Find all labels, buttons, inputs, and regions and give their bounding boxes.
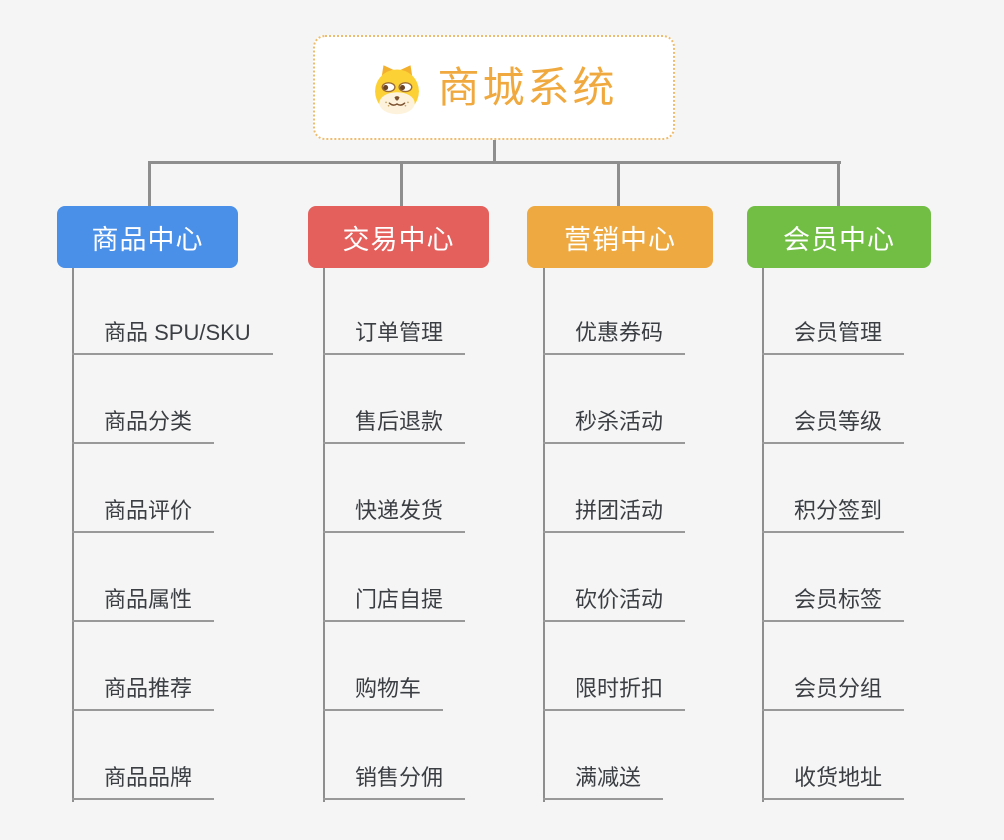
branch-node-marketing-center[interactable]: 营销中心 [527, 206, 713, 268]
connector-horizontal [148, 161, 841, 164]
mindmap-item[interactable]: 会员管理 [762, 315, 905, 355]
mindmap-item[interactable]: 会员分组 [762, 671, 905, 711]
mindmap-item[interactable]: 销售分佣 [323, 760, 466, 800]
branch-node-member-center[interactable]: 会员中心 [747, 206, 931, 268]
connector-root-drop [493, 140, 496, 163]
connector-drop-product [148, 161, 151, 207]
spine-product-center [72, 268, 74, 802]
mindmap-item[interactable]: 商品品牌 [72, 760, 215, 800]
branch-node-product-center[interactable]: 商品中心 [57, 206, 238, 268]
mindmap-item[interactable]: 订单管理 [323, 315, 466, 355]
mindmap-item[interactable]: 商品推荐 [72, 671, 215, 711]
mindmap-item[interactable]: 会员等级 [762, 404, 905, 444]
connector-drop-trade [400, 161, 403, 207]
dog-face-icon [375, 64, 420, 114]
mindmap-item[interactable]: 售后退款 [323, 404, 466, 444]
connector-drop-marketing [617, 161, 620, 207]
mindmap-item[interactable]: 购物车 [323, 671, 444, 711]
root-node[interactable]: 商城系统 [313, 35, 675, 140]
mindmap-item[interactable]: 优惠券码 [543, 315, 686, 355]
mindmap-item[interactable]: 砍价活动 [543, 582, 686, 622]
mindmap-item[interactable]: 满减送 [543, 760, 664, 800]
mindmap-item[interactable]: 商品评价 [72, 493, 215, 533]
spine-member-center [762, 268, 764, 802]
spine-marketing-center [543, 268, 545, 802]
mindmap-item[interactable]: 秒杀活动 [543, 404, 686, 444]
mindmap-item[interactable]: 商品属性 [72, 582, 215, 622]
branch-node-trade-center[interactable]: 交易中心 [308, 206, 489, 268]
mindmap-item[interactable]: 快递发货 [323, 493, 466, 533]
mindmap-item[interactable]: 门店自提 [323, 582, 466, 622]
mindmap-item[interactable]: 商品分类 [72, 404, 215, 444]
mindmap-item[interactable]: 会员标签 [762, 582, 905, 622]
mindmap-item[interactable]: 积分签到 [762, 493, 905, 533]
mindmap-item[interactable]: 拼团活动 [543, 493, 686, 533]
mindmap-item[interactable]: 收货地址 [762, 760, 905, 800]
mindmap-item[interactable]: 商品 SPU/SKU [72, 315, 273, 355]
mindmap-item[interactable]: 限时折扣 [543, 671, 686, 711]
connector-drop-member [837, 161, 840, 207]
root-title: 商城系统 [437, 63, 618, 111]
spine-trade-center [323, 268, 325, 802]
